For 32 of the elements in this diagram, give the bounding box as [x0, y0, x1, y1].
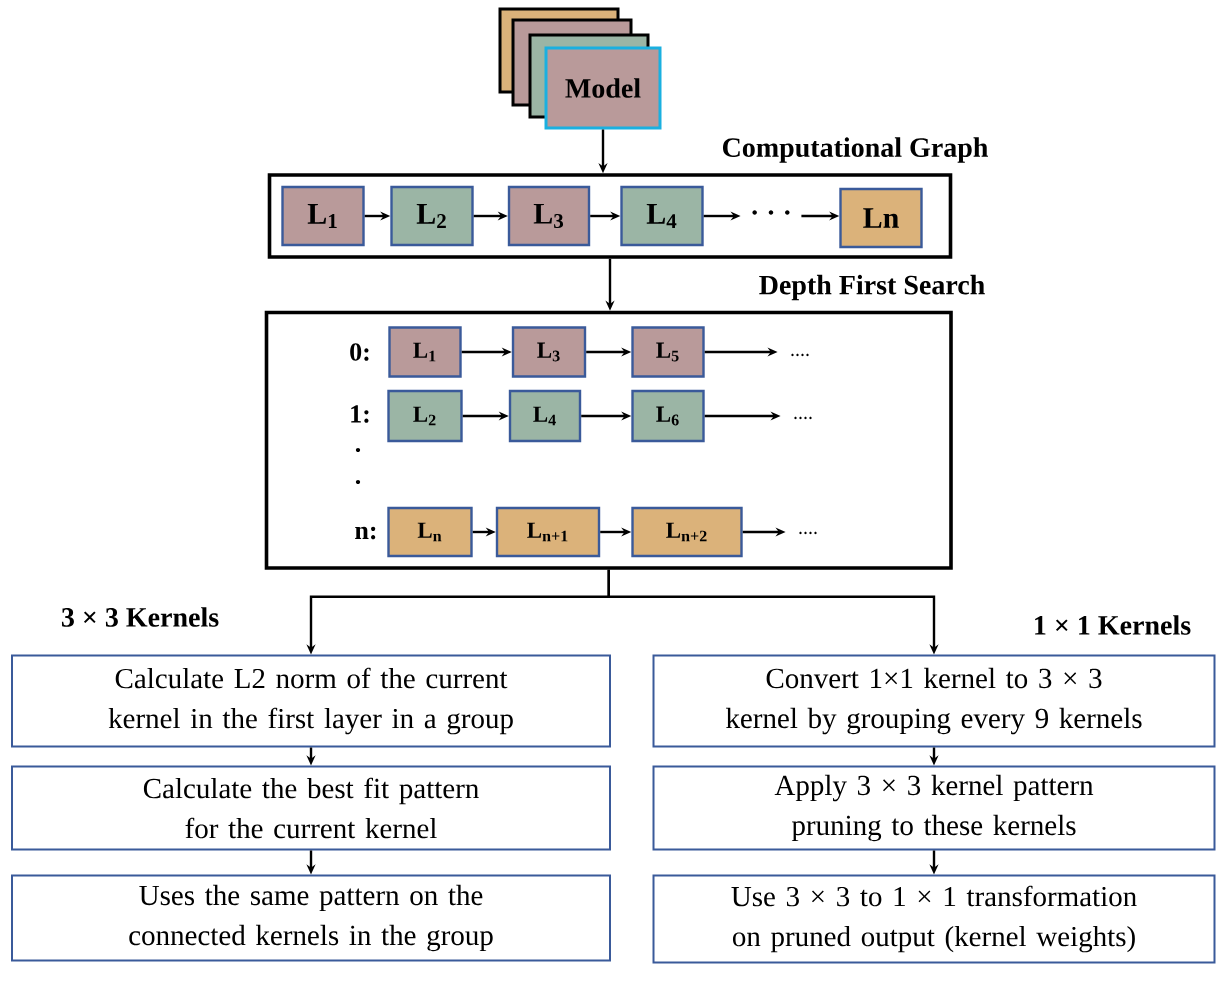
process-box: Calculate the best fit pattern for the current kernel: [11, 765, 611, 851]
group-heading: Depth First Search: [759, 274, 985, 301]
column-heading: 3 × 3 Kernels: [61, 607, 219, 627]
layer-box: L$_{n+2}$: [631, 506, 743, 558]
layer-box: L$_{3}$: [507, 185, 591, 247]
row-label: 1:: [351, 405, 369, 423]
layer-box: L$_{6}$: [631, 389, 705, 443]
process-box: Calculate L2 norm of the current kernel in the first layer in a group: [11, 654, 611, 748]
layer-box: L$_{3}$: [511, 326, 587, 378]
layer-box: Ln: [839, 187, 923, 249]
group-heading: Computational Graph: [722, 137, 988, 163]
row-label: .: [355, 479, 361, 485]
layer-box: L$_{1}$: [281, 185, 365, 247]
ellipsis: · · ·: [752, 210, 790, 215]
layer-box: L$_{n}$: [387, 506, 473, 558]
process-box: Uses the same pattern on the connected kernels in the group: [11, 874, 611, 962]
layer-box: L$_{4}$: [508, 389, 582, 443]
ellipsis: ....: [794, 416, 812, 420]
layer-box: L$_{5}$: [631, 326, 705, 378]
layer-box: L$_{2}$: [390, 185, 474, 247]
ellipsis: ....: [791, 353, 809, 357]
process-box: Apply 3 × 3 kernel pattern pruning to these kernels: [652, 765, 1216, 851]
layer-box: L$_{n+1}$: [495, 506, 601, 558]
process-box: Use 3 × 3 to 1 × 1 transformation on pruned output (kernel weights): [652, 874, 1216, 964]
row-label: .: [355, 447, 361, 453]
process-box: Convert 1×1 kernel to 3 × 3 kernel by grouping every 9 kernels: [652, 654, 1216, 748]
layer-box: L$_{4}$: [620, 185, 704, 247]
model-stack-drawing: Model: [498, 7, 662, 130]
layer-box: L$_{2}$: [387, 389, 463, 443]
layer-box: L$_{1}$: [388, 326, 462, 378]
ellipsis: ....: [799, 531, 817, 535]
row-label: 0:: [350, 343, 369, 361]
